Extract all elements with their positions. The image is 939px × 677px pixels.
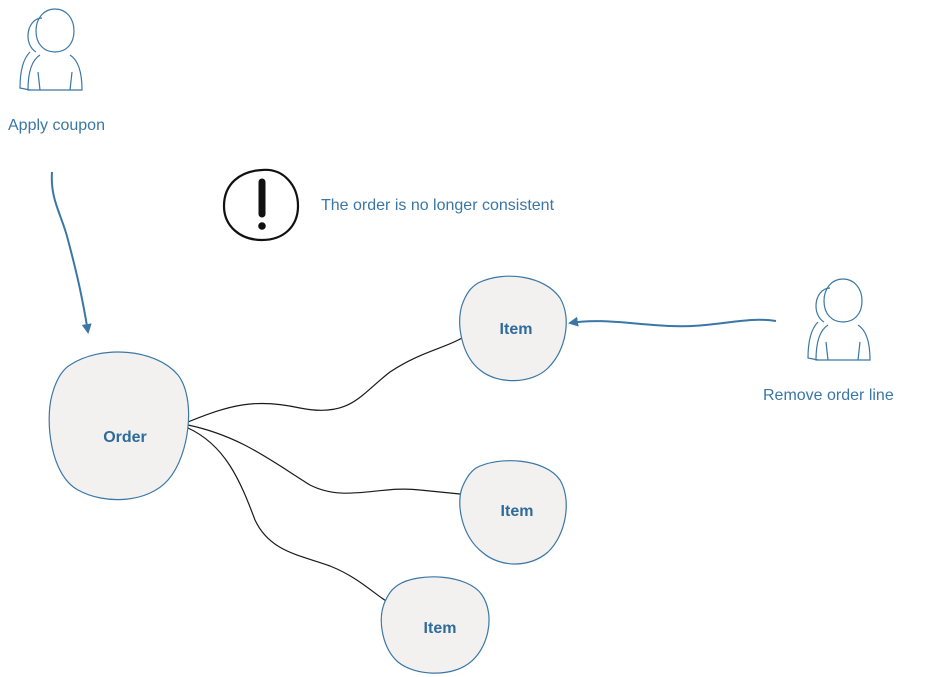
item-node-2[interactable] bbox=[459, 460, 567, 565]
user-icon bbox=[19, 8, 83, 91]
actor-label-apply-coupon: Apply coupon bbox=[8, 117, 105, 134]
arrow-remove-line-to-item bbox=[568, 316, 777, 328]
item-node-label-1: Item bbox=[499, 321, 533, 338]
connector-order-item-2 bbox=[187, 424, 461, 495]
arrow-apply-coupon-to-order bbox=[50, 171, 92, 334]
connector-order-item-3 bbox=[187, 427, 389, 603]
user-icon bbox=[807, 278, 871, 361]
order-node-label: Order bbox=[103, 429, 147, 446]
warning-text: The order is no longer consistent bbox=[321, 197, 555, 214]
connector-order-item-1 bbox=[187, 337, 463, 423]
item-node-label-2: Item bbox=[500, 503, 534, 520]
actor-label-remove-order-line: Remove order line bbox=[763, 387, 894, 404]
item-node-3[interactable] bbox=[380, 576, 490, 674]
order-node[interactable] bbox=[48, 351, 190, 501]
item-node-1[interactable] bbox=[459, 275, 567, 382]
item-node-label-3: Item bbox=[423, 620, 457, 637]
exclamation-icon bbox=[222, 168, 300, 242]
